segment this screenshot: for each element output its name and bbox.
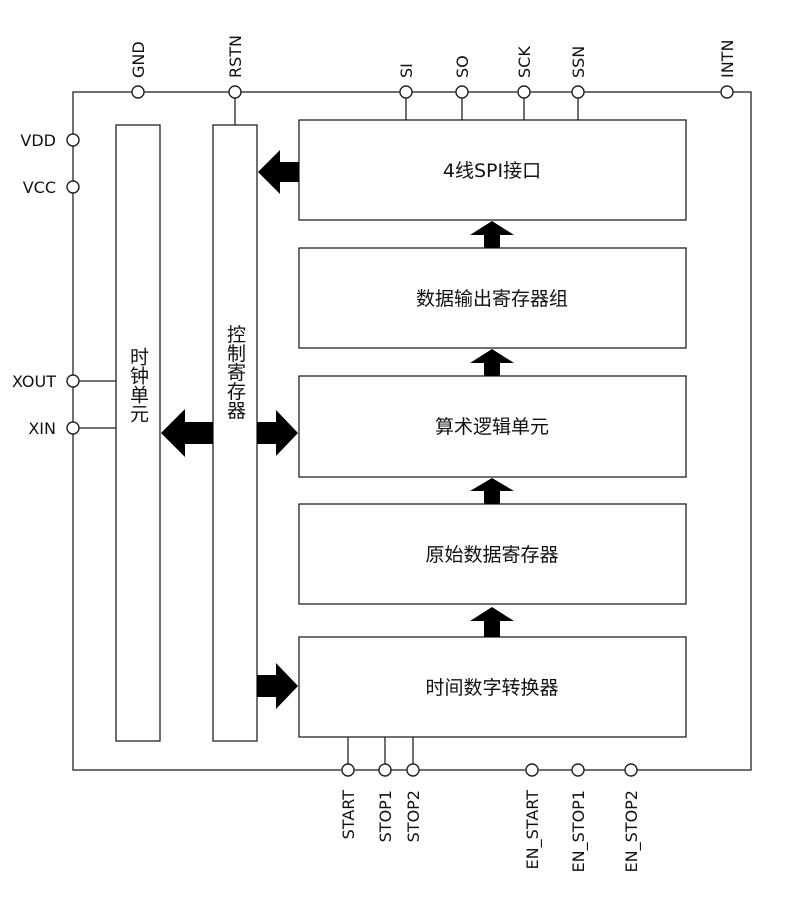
pin-label-vdd: VDD	[20, 131, 56, 150]
pin-label-sck: SCK	[515, 46, 534, 78]
arrow-spi-to-control	[258, 150, 299, 194]
pin-en-start	[525, 763, 539, 777]
pin-si	[399, 85, 413, 99]
control-register-label: 控制寄存器	[224, 324, 246, 419]
pin-stop2	[406, 763, 420, 777]
pin-vdd	[66, 133, 80, 147]
pin-label-gnd: GND	[129, 41, 148, 78]
pin-label-xout: XOUT	[12, 372, 56, 391]
pin-label-xin: XIN	[28, 419, 56, 438]
pin-label-ssn: SSN	[569, 46, 588, 78]
clock-unit-label: 时钟单元	[127, 347, 149, 423]
pin-en-stop2	[624, 763, 638, 777]
pin-rstn	[228, 85, 242, 99]
arrow-control-to-alu	[257, 410, 298, 456]
arrow-alu-to-output	[470, 349, 514, 376]
pin-ssn	[571, 85, 585, 99]
alu-label: 算术逻辑单元	[435, 416, 549, 438]
pin-xin	[66, 421, 80, 435]
pin-vcc	[66, 180, 80, 194]
left-pin-labels: VDD VCC XOUT XIN	[12, 131, 56, 438]
arrow-tdc-to-raw	[470, 607, 514, 637]
pin-label-start: START	[339, 790, 358, 840]
pin-label-en-stop1: EN_STOP1	[569, 790, 589, 872]
raw-data-register-block	[298, 503, 687, 605]
pin-intn	[720, 85, 734, 99]
pin-label-en-stop2: EN_STOP2	[622, 790, 642, 872]
data-output-registers-block	[298, 247, 687, 349]
arrows	[161, 150, 514, 709]
pin-gnd	[131, 85, 145, 99]
tdc-label: 时间数字转换器	[425, 677, 558, 699]
pin-so	[455, 85, 469, 99]
pin-label-stop2: STOP2	[404, 790, 423, 842]
pin-xout	[66, 374, 80, 388]
pin-label-stop1: STOP1	[376, 790, 395, 842]
tdc-block	[298, 636, 687, 738]
pin-label-en-start: EN_START	[523, 790, 543, 870]
spi-interface-block	[298, 119, 687, 221]
arrow-control-to-tdc	[257, 663, 298, 709]
pin-en-stop1	[571, 763, 585, 777]
raw-data-register-label: 原始数据寄存器	[425, 544, 558, 566]
control-register-block	[212, 124, 258, 742]
pin-circles	[66, 85, 734, 777]
clock-unit-block	[115, 124, 161, 742]
pin-stop1	[378, 763, 392, 777]
arrow-raw-to-alu	[470, 478, 514, 504]
bottom-pin-labels: START STOP1 STOP2 EN_START EN_STOP1 EN_S…	[339, 790, 642, 873]
top-pin-labels: GND RSTN SI SO SCK SSN INTN	[129, 35, 737, 78]
pin-start	[341, 763, 355, 777]
pin-label-vcc: VCC	[23, 178, 56, 197]
pin-label-si: SI	[397, 63, 416, 78]
wires	[79, 98, 579, 764]
pin-sck	[517, 85, 531, 99]
arrow-control-to-clock	[161, 409, 213, 457]
data-output-registers-label: 数据输出寄存器组	[416, 288, 568, 310]
arrow-output-to-spi	[470, 221, 514, 248]
spi-interface-label: 4线SPI接口	[443, 160, 541, 182]
pin-label-intn: INTN	[718, 40, 737, 78]
pin-label-rstn: RSTN	[226, 35, 245, 78]
alu-block	[298, 375, 687, 478]
pin-label-so: SO	[453, 55, 472, 78]
